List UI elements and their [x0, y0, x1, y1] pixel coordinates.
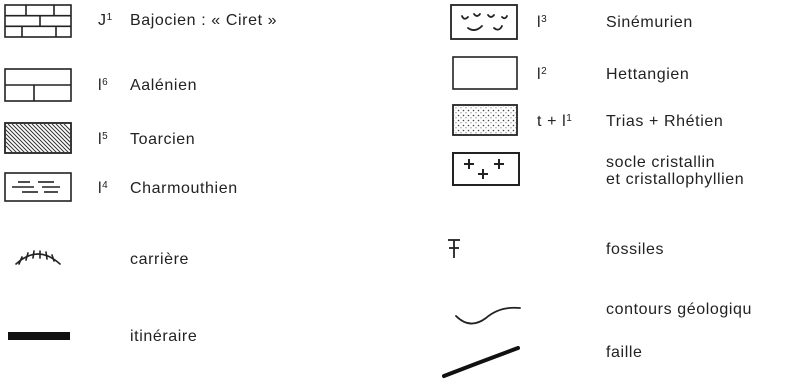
quarry-icon — [15, 250, 61, 265]
crosses-box-icon — [452, 152, 520, 186]
unit-label-hettangien: Hettangien — [606, 66, 690, 83]
unit-code: l4 — [98, 180, 109, 197]
fossil-icon — [448, 239, 460, 258]
unit-code: l6 — [98, 77, 109, 94]
gryphaea-box-icon — [450, 4, 518, 40]
label-carriere: carrière — [130, 251, 190, 268]
unit-label-toarcien: Toarcien — [130, 131, 196, 148]
label-contours: contours géologiqu — [606, 301, 753, 318]
hatched-box-icon — [4, 122, 72, 154]
route-line-icon — [8, 332, 70, 340]
empty-box-icon — [452, 56, 518, 90]
dashed-layers-icon — [4, 172, 72, 202]
unit-code: l3 — [537, 14, 548, 31]
unit-label-trias-rhetien: Trias + Rhétien — [606, 113, 724, 130]
two-course-brick-icon — [4, 68, 72, 102]
unit-code: J1 — [98, 12, 113, 29]
label-itineraire: itinéraire — [130, 328, 198, 345]
brick-pattern-icon — [4, 4, 72, 38]
unit-label-bajocien: Bajocien : « Ciret » — [130, 12, 278, 29]
label-faille: faille — [606, 344, 643, 361]
contour-curve-icon — [455, 306, 521, 325]
unit-label-charmouthien: Charmouthien — [130, 180, 238, 197]
unit-label-sinemurien: Sinémurien — [606, 14, 693, 31]
unit-code: t + l1 — [537, 113, 573, 130]
unit-code: l5 — [98, 131, 109, 148]
label-fossiles: fossiles — [606, 241, 665, 258]
label-socle-line2: et cristallophyllien — [606, 171, 745, 188]
fault-line-icon — [442, 346, 520, 378]
dotted-box-icon — [452, 104, 518, 136]
unit-label-aalenien: Aalénien — [130, 77, 198, 94]
unit-code: l2 — [537, 66, 548, 83]
label-socle-line1: socle cristallin — [606, 154, 716, 171]
